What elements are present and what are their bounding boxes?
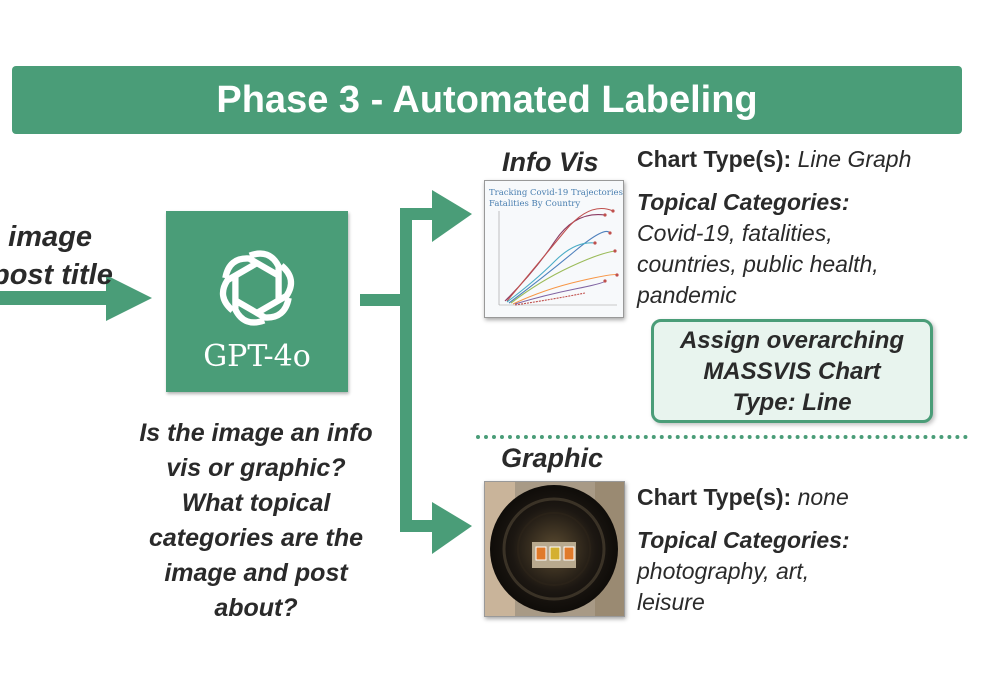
branch-trunk [400, 214, 412, 526]
question-line: vis or graphic? [166, 454, 346, 482]
lens-photo-thumbnail [485, 482, 624, 616]
graphic-chart-type: Chart Type(s): none [637, 482, 977, 513]
category-line: countries, public health, [637, 251, 879, 277]
categories-label: Topical Categories: [637, 527, 850, 553]
assign-chart-type-box: Assign overarching MASSVIS Chart Type: L… [651, 319, 933, 423]
covid-chart-thumbnail: Tracking Covid-19 Trajectories: Fataliti… [489, 188, 623, 306]
infovis-chart-type: Chart Type(s): Line Graph [637, 144, 977, 175]
input-arrow-head [106, 275, 152, 321]
assign-line: Type: Line [732, 388, 852, 416]
model-name: GPT-4o [203, 339, 311, 374]
question-line: about? [214, 594, 298, 622]
chart-type-value: none [797, 484, 849, 510]
category-line: leisure [637, 589, 705, 615]
category-line: pandemic [637, 282, 737, 308]
assign-line: Assign overarching [679, 326, 905, 354]
infovis-arrow-head [432, 190, 472, 242]
graphic-title: Graphic [501, 443, 604, 473]
infovis-branch [400, 208, 440, 220]
category-line: photography, art, [637, 558, 810, 584]
chart-type-label: Chart Type(s): [637, 484, 792, 510]
section-divider [476, 435, 968, 439]
graphic-arrow-head [432, 502, 472, 554]
categories-label: Topical Categories: [637, 189, 850, 215]
graphic-metadata: Chart Type(s): none Topical Categories: … [637, 482, 977, 618]
question-line: categories are the [149, 524, 363, 552]
gpt-model-box: GPT-4o [166, 211, 348, 392]
output-connector [360, 294, 412, 306]
graphic-branch [400, 520, 440, 532]
banner-title: Phase 3 - Automated Labeling [216, 78, 758, 121]
input-label-line1: image [8, 221, 92, 253]
graphic-thumbnail [484, 481, 625, 617]
question-line: Is the image an info [139, 419, 373, 447]
category-line: Covid-19, fatalities, [637, 220, 833, 246]
chart-type-label: Chart Type(s): [637, 146, 792, 172]
infovis-metadata: Chart Type(s): Line Graph Topical Catego… [637, 144, 977, 311]
thumb-title-line2: Fatalities By Country [489, 199, 580, 209]
input-arrow-shaft [0, 291, 112, 305]
openai-logo-icon [219, 250, 295, 326]
question-line: image and post [164, 559, 348, 587]
assign-line: MASSVIS Chart [703, 357, 881, 385]
chart-type-value: Line Graph [797, 146, 912, 172]
prompt-question: Is the image an info vis or graphic? Wha… [100, 416, 412, 626]
question-line: What topical [181, 489, 331, 517]
infovis-title: Info Vis [502, 147, 599, 177]
phase-banner: Phase 3 - Automated Labeling [12, 66, 962, 134]
thumb-title-line1: Tracking Covid-19 Trajectories: [489, 188, 623, 198]
infovis-thumbnail: Tracking Covid-19 Trajectories: Fataliti… [484, 180, 624, 318]
input-label-line2: post title [0, 259, 113, 291]
input-label: image post title [0, 218, 113, 294]
